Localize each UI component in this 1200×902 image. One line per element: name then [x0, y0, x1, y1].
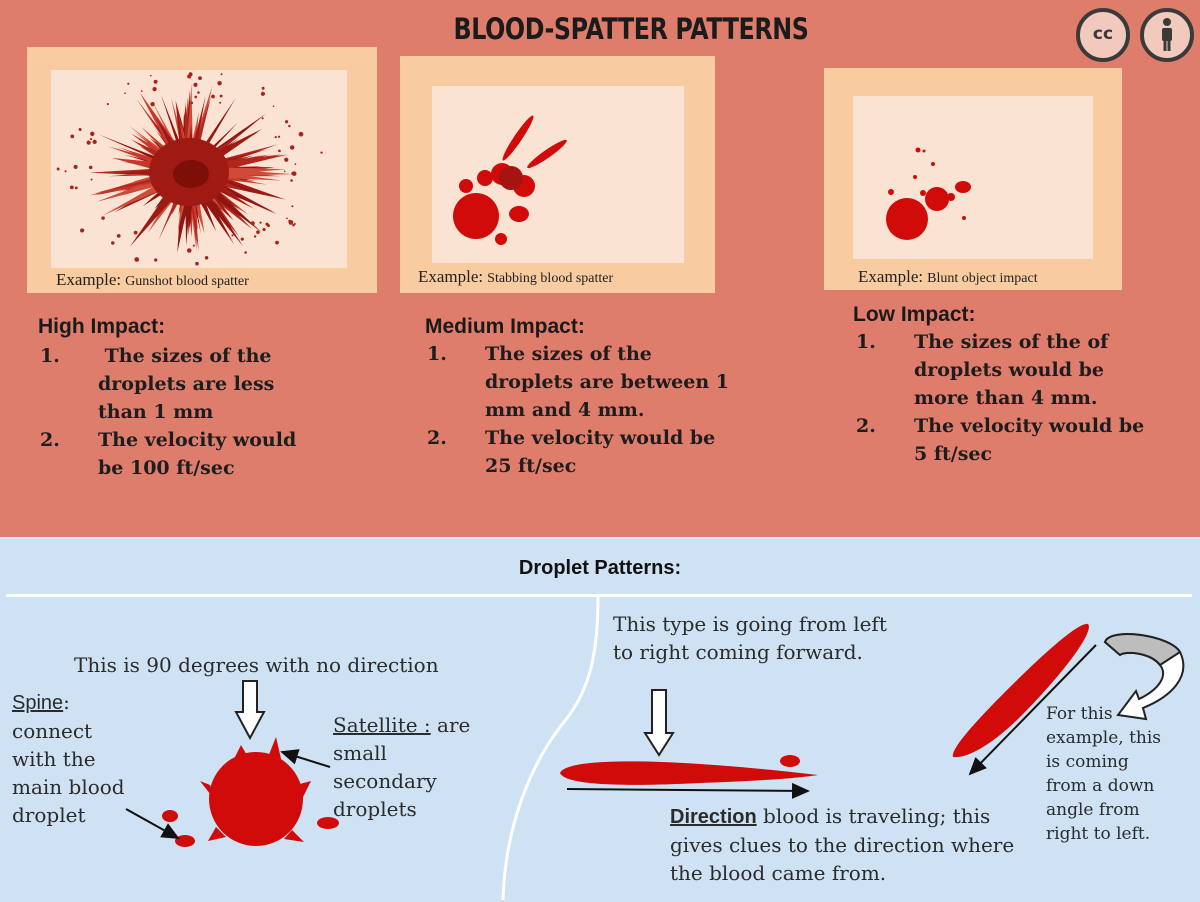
gunshot-spatter-illustration: [56, 72, 323, 266]
angled-droplet: [952, 623, 1089, 758]
page-title: BLOOD-SPATTER PATTERNS: [453, 12, 809, 46]
stabbing-caption: Example: Stabbing blood spatter: [418, 267, 614, 286]
main-droplet: [162, 737, 339, 847]
list-item: 1. The sizes of the droplets are less th…: [40, 345, 281, 423]
list-item: 2.The velocity would be 100 ft/sec: [40, 429, 297, 479]
list-item: 1.The sizes of the droplets are between …: [427, 343, 730, 421]
low-impact-list: 1.The sizes of the of droplets would be …: [856, 328, 1156, 468]
ninety-degrees-label: This is 90 degrees with no direction: [74, 653, 439, 677]
gunshot-caption: Example: Gunshot blood spatter: [56, 270, 249, 289]
list-item: 2.The velocity would be 25 ft/sec: [427, 427, 716, 477]
cc-license-icon: cc: [1076, 8, 1130, 62]
section-divider: [6, 594, 1192, 597]
down-arrow-icon: [643, 689, 675, 757]
direction-term: Direction: [670, 806, 757, 828]
high-impact-list: 1. The sizes of the droplets are less th…: [40, 342, 320, 482]
direction-label: Direction blood is traveling; this gives…: [670, 804, 1015, 885]
down-arrow-icon: [234, 680, 266, 741]
spine-term: Spine: [12, 692, 64, 714]
droplet-patterns-heading: Droplet Patterns:: [518, 557, 682, 579]
down-angle-label: For this example, this is coming from a …: [1046, 704, 1162, 844]
medium-impact-heading: Medium Impact:: [425, 315, 585, 338]
high-impact-heading: High Impact:: [38, 315, 166, 338]
list-item: 2.The velocity would be 5 ft/sec: [856, 415, 1145, 465]
stabbing-spatter-illustration: [453, 115, 567, 245]
angle-direction-arrow: [968, 644, 1097, 776]
blunt-impact-illustration: [886, 147, 971, 240]
low-impact-heading: Low Impact:: [853, 303, 976, 326]
droplet-diagrams: [125, 596, 1185, 901]
list-item: 1.The sizes of the of droplets would be …: [856, 331, 1109, 409]
satellite-term: Satellite :: [333, 713, 431, 737]
left-to-right-label: This type is going from left to right co…: [613, 612, 887, 664]
blunt-caption: Example: Blunt object impact: [858, 267, 1038, 286]
direction-arrow: [566, 782, 810, 799]
medium-impact-list: 1.The sizes of the droplets are between …: [427, 340, 737, 480]
spine-pointer-arrow: [125, 808, 180, 839]
satellite-label: Satellite : are small secondary droplets: [333, 713, 471, 821]
person-icon: [1140, 8, 1194, 62]
satellite-pointer-arrow: [280, 749, 331, 768]
elongated-droplet: [560, 761, 818, 785]
spine-label: Spine: connect with the main blood dropl…: [12, 690, 125, 827]
